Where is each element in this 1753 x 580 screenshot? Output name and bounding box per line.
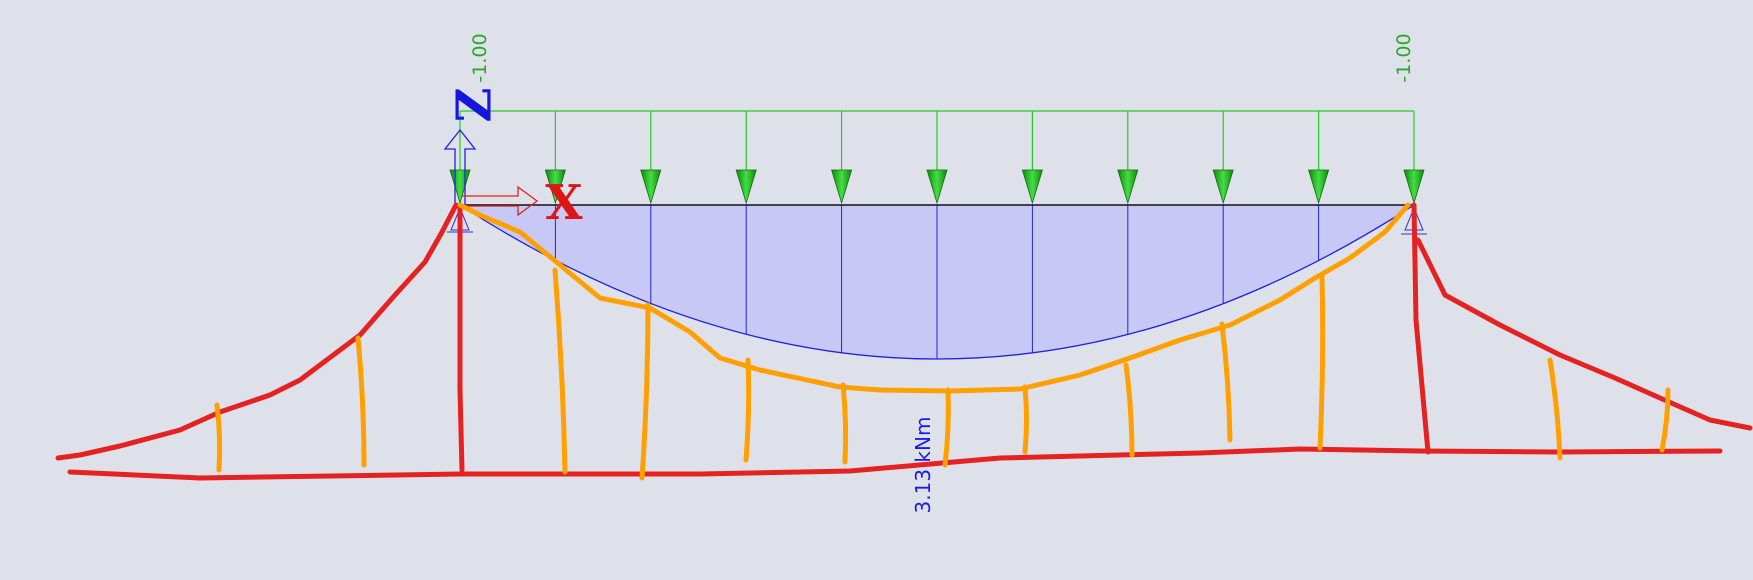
freehand-sketch-overlay [55, 202, 1753, 481]
load-arrow-head-icon [1212, 169, 1234, 205]
sketch-red-left-column [457, 202, 465, 473]
sketch-red-left-arch [55, 202, 459, 461]
z-axis-arrow-icon [443, 128, 477, 205]
sketch-red-right-arch [1415, 237, 1753, 431]
sketch-orange-vertical [1317, 272, 1326, 451]
load-arrow-head-icon [640, 169, 662, 205]
sketch-orange-vertical [639, 302, 651, 481]
moment-diagram [459, 204, 1415, 360]
load-arrow-head-icon [449, 169, 471, 205]
sketch-orange-vertical [1123, 362, 1135, 458]
sketch-red-bottom-line [67, 446, 1723, 481]
sketch-red-right-column [1411, 202, 1431, 455]
sketch-orange-vertical [214, 402, 223, 473]
load-arrow-head-icon [1117, 169, 1139, 205]
x-axis-arrow-icon [462, 185, 539, 217]
sketch-orange-vertical [942, 387, 951, 468]
x-axis-label: X [545, 175, 583, 231]
sketch-orange-vertical [1022, 384, 1029, 455]
moment-ordinates [554, 205, 1320, 359]
sketch-orange-vertical [355, 335, 367, 468]
load-value-label-right: -1.00 [1393, 33, 1415, 82]
distributed-load [449, 110, 1425, 205]
load-arrow-head-icon [831, 169, 853, 205]
load-arrow-head-icon [1021, 169, 1043, 205]
sketch-orange-vertical [1547, 357, 1563, 461]
sketch-orange-verticals [214, 267, 1671, 481]
load-arrow-head-icon [926, 169, 948, 205]
sketch-orange-moment-trace [457, 202, 1411, 394]
load-arrow-head-icon [1403, 169, 1425, 205]
load-arrow-head-icon [544, 169, 566, 205]
load-arrow-head-icon [1308, 169, 1330, 205]
sketch-orange-vertical [1659, 387, 1671, 453]
load-value-label-left: -1.00 [469, 33, 491, 82]
load-arrow-head-icon [735, 169, 757, 205]
load-arrows [449, 111, 1425, 205]
sketch-orange-vertical [743, 357, 752, 463]
sketch-orange-vertical [552, 267, 568, 475]
coordinate-axes: Z X [443, 87, 583, 231]
sketch-orange-vertical [840, 382, 849, 465]
sketch-orange-vertical [1219, 321, 1233, 443]
z-axis-label: Z [447, 87, 503, 122]
